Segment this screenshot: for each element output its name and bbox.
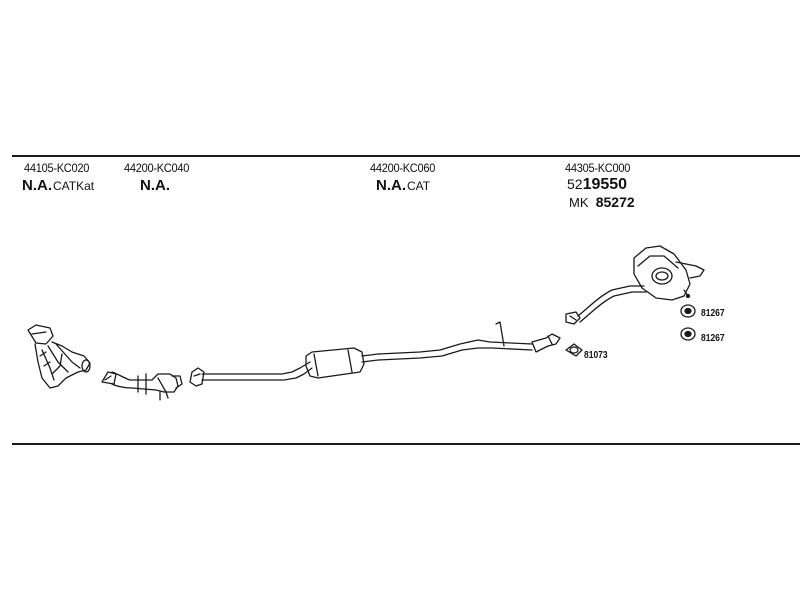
mk-number-4: 85272 [595,194,635,210]
part-code-4: 5219550 [567,177,627,193]
part-number-1: 44105-KC020 [24,161,90,175]
accessory-code-3: 81073 [584,350,608,361]
top-divider-line [12,155,800,157]
code-main-4: 19550 [582,176,628,193]
part-availability-2: N.A. [140,178,170,193]
middle-pipe-part [189,321,561,387]
part-number-2: 44200-KC040 [124,161,190,175]
availability-text-1: N.A. [22,177,52,194]
bottom-divider-line [12,443,800,445]
code-prefix-4: 52 [567,176,583,192]
accessory-code-1: 81267 [701,308,725,319]
part-note-3: CAT [407,179,431,193]
accessory-code-2: 81267 [701,333,725,344]
rubber-hanger-part [680,304,696,341]
catalytic-converter-part [27,324,91,389]
front-pipe-part [101,371,183,401]
availability-text-2: N.A. [140,177,170,194]
mk-prefix-4: MK [569,195,589,210]
rear-muffler-part [565,245,705,325]
part-number-4: 44305-KC000 [565,161,631,175]
part-mk-4: MK 85272 [569,195,635,209]
gasket-part [565,343,583,357]
part-availability-3: N.A.CAT [376,178,430,193]
part-availability-1: N.A.CATKat [22,178,94,193]
part-number-3: 44200-KC060 [370,161,436,175]
availability-text-3: N.A. [376,177,406,194]
part-note-1: CATKat [53,179,95,193]
